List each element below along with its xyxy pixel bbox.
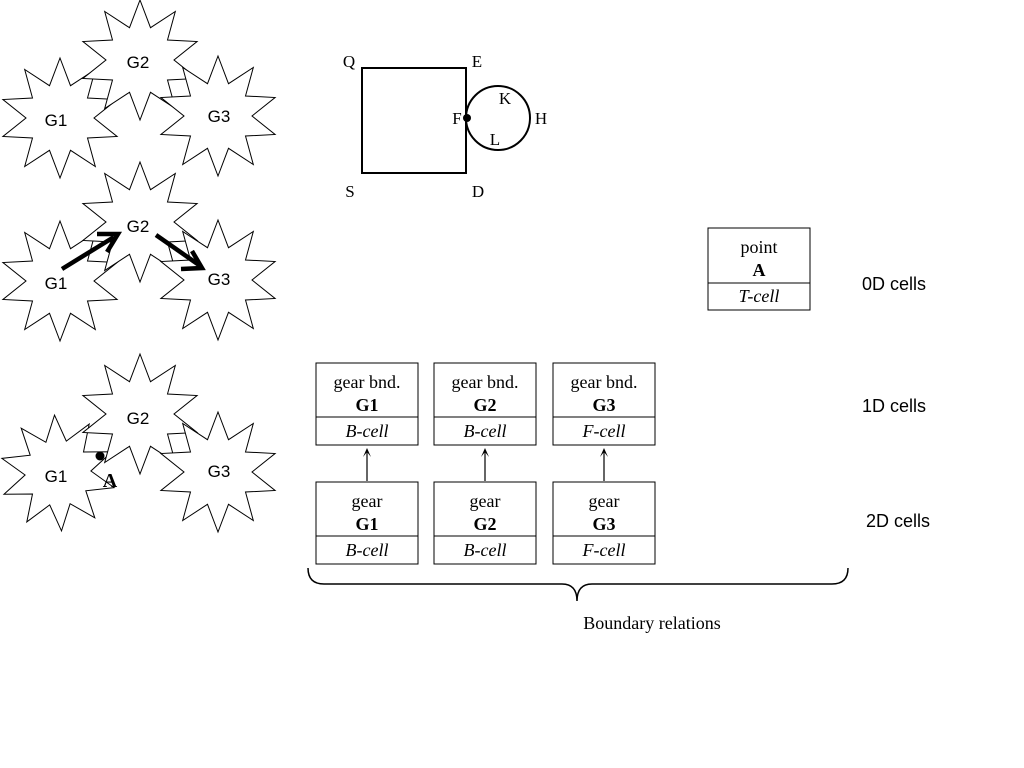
row-label-0d: 0D cells [862, 274, 926, 294]
cell-box-point-a: point A T-cell [707, 227, 811, 311]
gear-label-middle-g1: G1 [45, 274, 68, 293]
gear-middle-g3 [159, 218, 277, 342]
vertex-label-q: Q [343, 52, 355, 71]
circle-label-l: L [490, 130, 500, 149]
cell-kind: gear bnd. [452, 372, 519, 392]
gear-label: G3 [208, 462, 231, 481]
cell-type: T-cell [739, 286, 780, 306]
gear-bottom-g2: G2 [81, 352, 199, 476]
cell-id: G1 [355, 395, 378, 415]
cell-box-frame [552, 481, 656, 565]
circle-label-h: H [535, 109, 547, 128]
cell-box-frame [315, 362, 419, 446]
cell-box-frame [707, 227, 811, 311]
gear-star-shape [159, 218, 277, 342]
cell-id: G3 [592, 514, 615, 534]
circle-label-k: K [499, 89, 512, 108]
cell-id: G1 [355, 514, 378, 534]
cell-id: G3 [592, 395, 615, 415]
square-shape [361, 67, 467, 174]
gear-label: G2 [127, 53, 150, 72]
brace-label: Boundary relations [583, 613, 720, 633]
point-f-marker [463, 114, 471, 122]
cell-box-frame [433, 481, 537, 565]
cell-kind: gear bnd. [571, 372, 638, 392]
vertex-label-e: E [472, 52, 482, 71]
arrow-g2-to-g3 [154, 233, 206, 272]
contact-point-marker [95, 451, 105, 461]
cell-type: B-cell [464, 540, 507, 560]
vertex-label-f: F [452, 109, 461, 128]
cell-box-gear-g2: gear G2 B-cell [433, 481, 537, 565]
cell-box-frame [315, 481, 419, 565]
cell-box-bnd-g3: gear bnd. G3 F-cell [552, 362, 656, 446]
boundary-brace [307, 567, 849, 602]
gear-middle-g2 [81, 160, 199, 284]
gear-star-shape [159, 54, 277, 178]
cell-kind: gear bnd. [334, 372, 401, 392]
gear-bottom-g1: G1 [0, 413, 116, 533]
cell-box-gear-g3: gear G3 F-cell [552, 481, 656, 565]
row-label-2d: 2D cells [866, 511, 930, 531]
gear-top-g1: G1 [1, 56, 119, 180]
vertex-label-d: D [472, 182, 484, 201]
cell-id: A [753, 260, 766, 280]
arrow-g1-to-g2 [60, 231, 123, 271]
gear-top-g2: G2 [81, 0, 199, 122]
vertex-label-s: S [345, 182, 354, 201]
gear-label-middle-g3: G3 [208, 270, 231, 289]
gear-star-shape [159, 410, 277, 534]
gear-star-shape [81, 0, 199, 122]
cell-type: B-cell [346, 540, 389, 560]
gear-star-shape [0, 413, 116, 533]
cell-box-bnd-g1: gear bnd. G1 B-cell [315, 362, 419, 446]
gear-label: G1 [45, 467, 68, 486]
cell-type: B-cell [464, 421, 507, 441]
cell-id: G2 [473, 514, 496, 534]
gear-bottom-g3: G3 [159, 410, 277, 534]
gear-label: G3 [208, 107, 231, 126]
cell-id: G2 [473, 395, 496, 415]
contact-point-label: A [103, 470, 118, 492]
gear-star-shape [1, 56, 119, 180]
cell-type: F-cell [582, 421, 626, 441]
cell-box-gear-g1: gear G1 B-cell [315, 481, 419, 565]
square-circle-diagram: Q E F S D K L H [343, 52, 547, 201]
gear-label: G1 [45, 111, 68, 130]
cell-kind: gear [589, 491, 620, 511]
cell-type: B-cell [346, 421, 389, 441]
row-label-1d: 1D cells [862, 396, 926, 416]
gear-star-shape [81, 352, 199, 476]
cell-kind: gear [470, 491, 501, 511]
gear-star-shape [81, 160, 199, 284]
cell-box-frame [552, 362, 656, 446]
cell-kind: gear [352, 491, 383, 511]
gear-label: G2 [127, 409, 150, 428]
cell-box-bnd-g2: gear bnd. G2 B-cell [433, 362, 537, 446]
cell-kind: point [740, 237, 777, 257]
gear-top-g3: G3 [159, 54, 277, 178]
gear-label-middle-g2: G2 [127, 217, 150, 236]
cell-type: F-cell [582, 540, 626, 560]
cell-box-frame [433, 362, 537, 446]
